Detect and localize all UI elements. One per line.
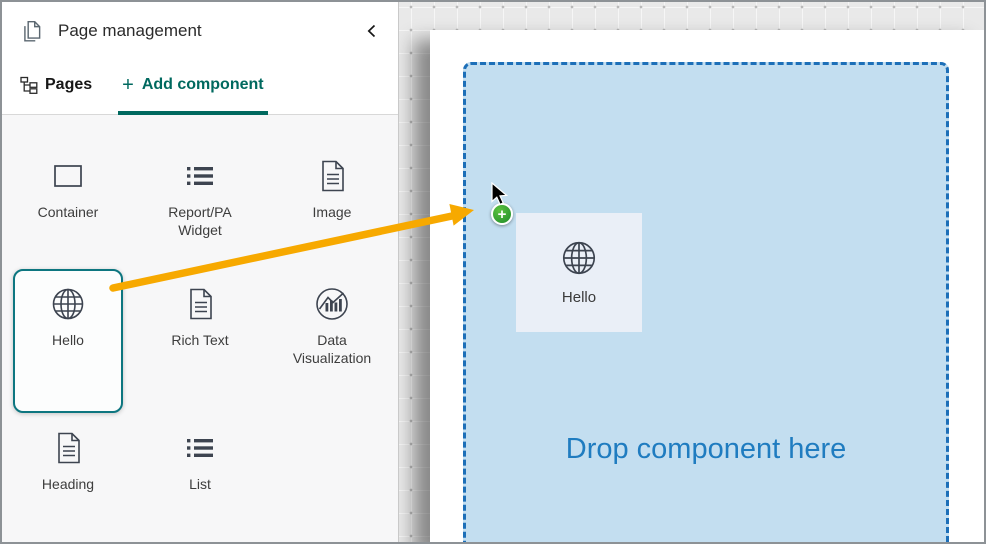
tab-add-component-label: Add component [141,76,264,93]
component-item-heading[interactable]: Heading [13,413,123,495]
panel-header: Page management [2,2,398,59]
drop-zone-message: Drop component here [565,433,847,465]
drop-zone[interactable]: Drop component here Hello [463,62,949,542]
document-icon [50,427,86,469]
page-surface: Drop component here Hello [430,30,984,542]
globe-icon [48,283,88,325]
component-item-data-visualization[interactable]: Data Visualization [277,269,387,413]
panel-tabbar: Pages + Add component [2,59,398,115]
list-icon [182,155,218,197]
drag-ghost-hello: Hello [516,213,642,332]
component-item-report-pa-widget[interactable]: Report/PA Widget [145,141,255,269]
container-icon [50,155,86,197]
component-palette: Container Report/PA Widget [2,115,398,542]
component-label: Rich Text [171,332,229,348]
panel-title: Page management [58,20,202,40]
page-management-panel: Page management Pages [2,2,399,542]
document-icon [182,283,218,325]
design-canvas: Drop component here Hello + [399,2,984,542]
add-badge-icon: + [491,203,513,225]
pages-icon [20,19,44,43]
tab-pages[interactable]: Pages [16,59,96,115]
tree-view-icon [20,76,38,94]
component-item-rich-text[interactable]: Rich Text [145,269,255,413]
chevron-left-icon[interactable] [364,22,380,40]
component-label: Image [312,204,352,220]
component-label: Report/PA Widget [168,204,232,238]
component-label: Container [37,204,99,220]
component-item-image[interactable]: Image [277,141,387,269]
component-label: Data Visualization [292,332,372,366]
component-item-list[interactable]: List [145,413,255,495]
component-grid: Container Report/PA Widget [2,141,398,495]
component-item-hello[interactable]: Hello [13,269,123,413]
drag-ghost-label: Hello [561,289,597,306]
globe-icon [558,237,600,279]
list-icon [182,427,218,469]
component-label: Hello [52,332,84,348]
chart-circle-icon [312,283,352,325]
mouse-pointer-icon [490,182,508,206]
component-label: Heading [41,476,95,492]
component-item-container[interactable]: Container [13,141,123,269]
component-label: List [189,476,211,492]
tab-pages-label: Pages [45,76,93,93]
tab-add-component[interactable]: + Add component [118,59,268,115]
document-icon [314,155,350,197]
plus-icon: + [122,73,134,96]
